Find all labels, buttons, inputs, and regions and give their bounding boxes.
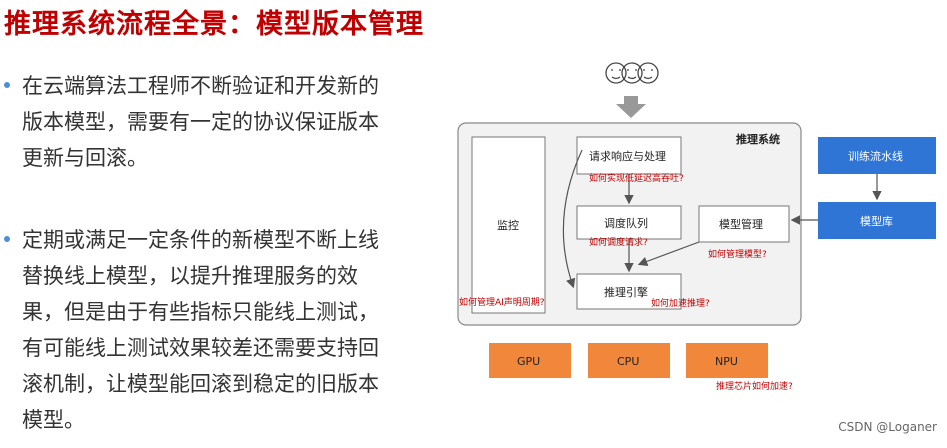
down-arrow-icon — [616, 96, 646, 118]
watermark: CSDN @Loganer — [838, 420, 937, 434]
bullet-1: 在云端算法工程师不断验证和开发新的版本模型，需要有一定的协议保证版本更新与回滚。 — [4, 68, 392, 176]
queue-box — [576, 205, 682, 240]
model-repo-box — [818, 202, 936, 239]
engine-label: 推理引擎 — [604, 285, 648, 299]
gpu-label: GPU — [517, 355, 540, 368]
system-label: 推理系统 — [736, 132, 780, 146]
monitor-label: 监控 — [497, 218, 519, 232]
bullet-dot — [4, 236, 10, 242]
model-mgmt-label: 模型管理 — [719, 217, 763, 231]
model-repo-label: 模型库 — [860, 214, 893, 228]
npu-label: NPU — [715, 355, 738, 368]
bullet-2: 定期或满足一定条件的新模型不断上线替换线上模型，以提升推理服务的效果，但是由于有… — [4, 222, 392, 438]
page-title: 推理系统流程全景：模型版本管理 — [4, 9, 424, 40]
flow-arrows — [562, 149, 882, 289]
pipeline-label: 训练流水线 — [848, 149, 903, 163]
bullet-1-text: 在云端算法工程师不断验证和开发新的版本模型，需要有一定的协议保证版本更新与回滚。 — [22, 74, 379, 170]
question-chip: 推理芯片如何加速? — [716, 380, 793, 392]
question-schedule: 如何调度请求? — [589, 236, 648, 248]
cpu-box — [588, 343, 670, 378]
question-model: 如何管理模型? — [708, 248, 767, 260]
question-accel: 如何加速推理? — [651, 297, 710, 309]
bullet-dot — [4, 82, 10, 88]
engine-box — [576, 273, 682, 310]
gpu-box — [489, 343, 571, 378]
monitor-box — [471, 136, 546, 314]
question-lifecycle: 如何管理AI声明周期? — [459, 296, 545, 308]
cpu-label: CPU — [617, 355, 639, 368]
bullet-2-text: 定期或满足一定条件的新模型不断上线替换线上模型，以提升推理服务的效果，但是由于有… — [22, 228, 379, 432]
request-box — [576, 136, 682, 175]
pipeline-box — [818, 137, 936, 174]
question-latency: 如何实现低延迟高吞吐? — [589, 172, 684, 184]
queue-label: 调度队列 — [604, 216, 648, 230]
users-icon — [605, 62, 659, 84]
npu-box — [686, 343, 768, 378]
model-mgmt-box — [698, 205, 790, 243]
request-label: 请求响应与处理 — [589, 149, 666, 163]
